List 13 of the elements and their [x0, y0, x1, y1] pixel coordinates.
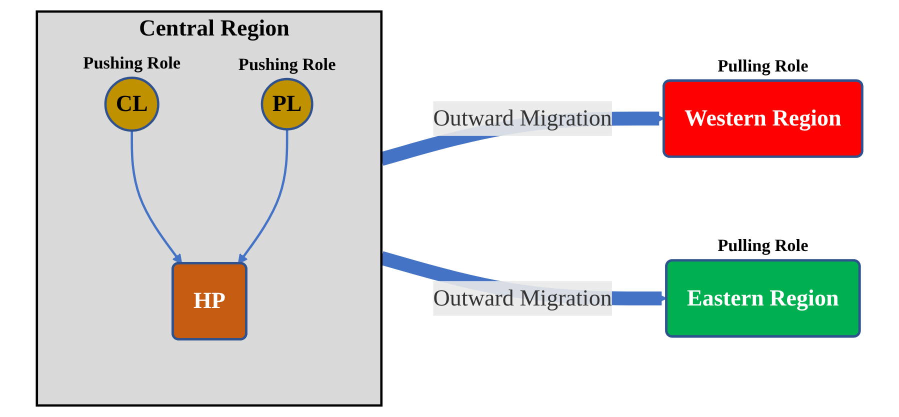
role-label: Pulling Role — [718, 236, 808, 256]
edge-label: Outward Migration — [433, 101, 612, 136]
region-box: Western Region — [662, 79, 864, 158]
region-box: Eastern Region — [665, 259, 861, 338]
role-label: Pulling Role — [718, 56, 808, 76]
arrow — [238, 129, 288, 264]
region-box: HP — [172, 262, 248, 340]
circle-node: CL — [104, 76, 160, 132]
edge-label: Outward Migration — [433, 281, 612, 316]
circle-node: PL — [260, 78, 314, 130]
arrow — [130, 130, 182, 264]
role-label: Pushing Role — [238, 54, 336, 74]
role-label: Pushing Role — [83, 54, 181, 73]
